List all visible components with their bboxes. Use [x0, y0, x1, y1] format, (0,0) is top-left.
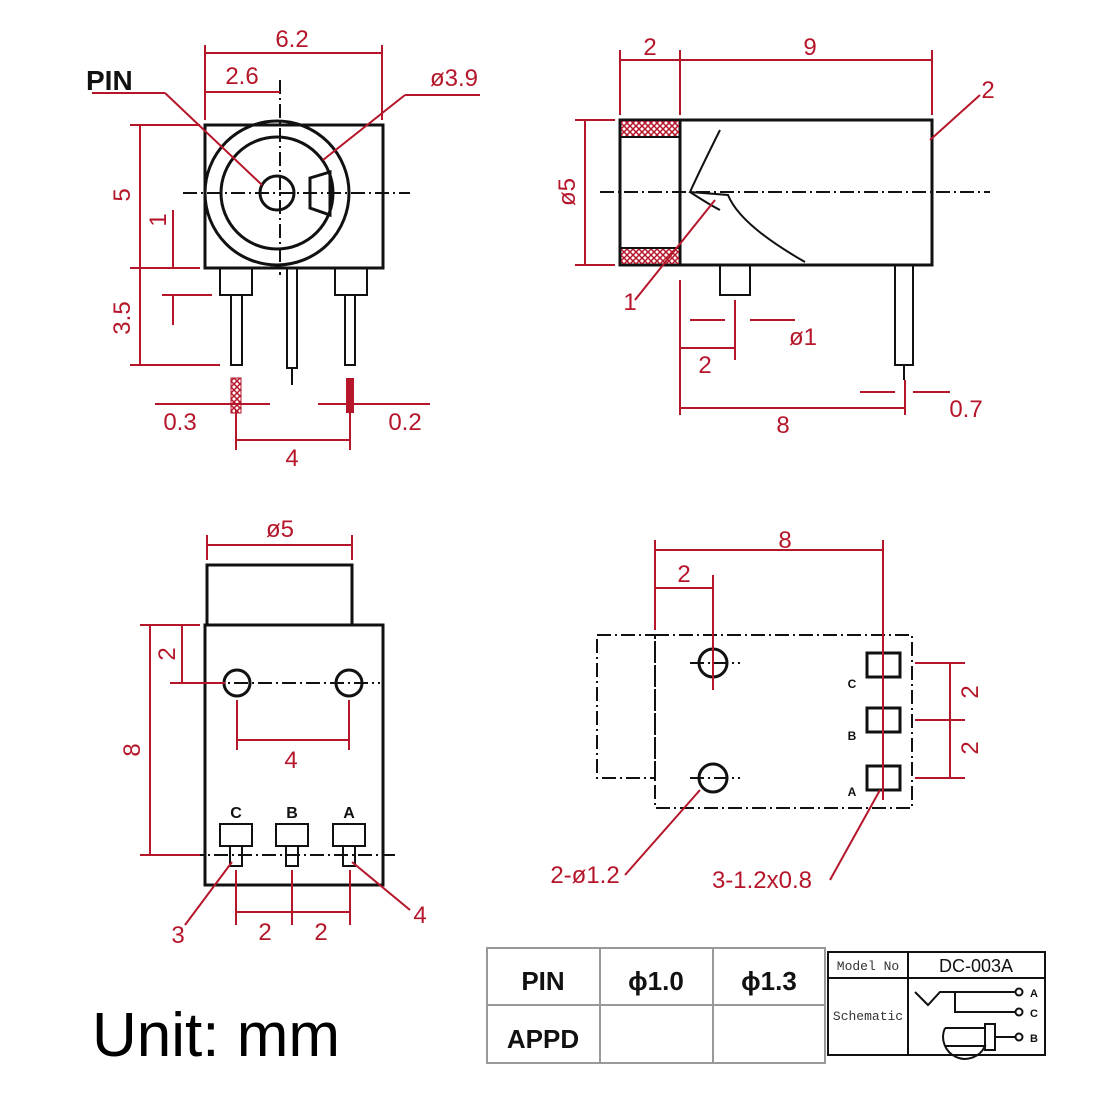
dim-pin-distance: 8	[776, 412, 789, 439]
pad-label-a: A	[848, 785, 857, 799]
dim-offset: 1	[145, 213, 172, 226]
dim-body-length: 9	[803, 34, 816, 61]
schematic-label: Schematic	[833, 1009, 903, 1024]
pin-size-1-3: ϕ1.3	[741, 966, 797, 996]
dim-cap-length: 2	[643, 34, 656, 61]
bottom-view: ø5 8 2 4 C B A 3 4 2 2	[119, 516, 427, 949]
dim-pad-spacing-1: 2	[957, 685, 984, 698]
dim-spacing-left: 2	[258, 919, 271, 946]
dim-pad-spacing-2: 2	[957, 741, 984, 754]
schematic-pin-c: C	[1030, 1008, 1038, 1020]
callout-4: 4	[413, 902, 426, 929]
pin-size-1-0: ϕ1.0	[628, 966, 684, 996]
pin-label-b: B	[286, 805, 298, 822]
holes-note: 2-ø1.2	[550, 862, 619, 889]
callout-2: 2	[981, 77, 994, 104]
pin-label: PIN	[86, 65, 133, 96]
side-view: 2 9 ø5 2 1 ø1 2 8 0.7	[554, 34, 995, 439]
dim-spacing-right: 2	[314, 919, 327, 946]
dim-pin-thickness: 0.7	[949, 396, 982, 423]
pin-table: PIN ϕ1.0 ϕ1.3 APPD	[486, 947, 826, 1064]
callout-1: 1	[623, 289, 636, 316]
dim-pin-thickness-right: 0.2	[388, 409, 421, 436]
dim-hole-offset: 2	[154, 647, 181, 660]
appd-label: APPD	[507, 1024, 579, 1054]
schematic-pin-b: B	[1030, 1033, 1038, 1045]
dim-pin-offset: 2	[698, 352, 711, 379]
dim-hole-spacing: 4	[284, 747, 297, 774]
dim-height: 8	[119, 743, 146, 756]
schematic-symbol	[914, 987, 1024, 1060]
dim-pin-thickness-left: 0.3	[163, 409, 196, 436]
dim-hole-offset: 2	[677, 561, 690, 588]
model-label: Model No	[837, 959, 899, 974]
dim-diameter: ø5	[266, 516, 294, 543]
schematic-pin-a: A	[1030, 988, 1038, 1000]
model-value: DC-003A	[939, 956, 1013, 976]
unit-note: Unit: mm	[92, 1001, 340, 1070]
dim-width: 6.2	[275, 26, 308, 53]
bottom-pins	[219, 823, 366, 867]
dim-pin-spacing: 4	[285, 445, 298, 472]
dim-pin-diameter: ø1	[789, 324, 817, 351]
dim-diameter: ø5	[554, 178, 581, 206]
pads-note: 3-1.2x0.8	[712, 867, 812, 894]
front-view: PIN 6.2 2.6 ø3.9 5 1 3.5 0.3 0.2 4	[86, 26, 480, 472]
pin-header: PIN	[521, 966, 564, 996]
dim-pin-offset: 2.6	[225, 63, 258, 90]
dim-pin-length: 3.5	[109, 301, 136, 334]
footprint-view: 8 2 2 2 C B A 2-ø1.2 3-1.2x0.8	[550, 527, 984, 894]
pin-label-c: C	[230, 805, 242, 822]
pad-label-c: C	[848, 677, 857, 691]
pin-label-a: A	[343, 805, 355, 822]
dim-width: 8	[778, 527, 791, 554]
dim-height: 5	[109, 188, 136, 201]
dim-diameter: ø3.9	[430, 65, 478, 92]
model-table: Model No DC-003A Schematic A C B	[827, 951, 1046, 1060]
pad-label-b: B	[848, 729, 857, 743]
callout-3: 3	[171, 922, 184, 949]
